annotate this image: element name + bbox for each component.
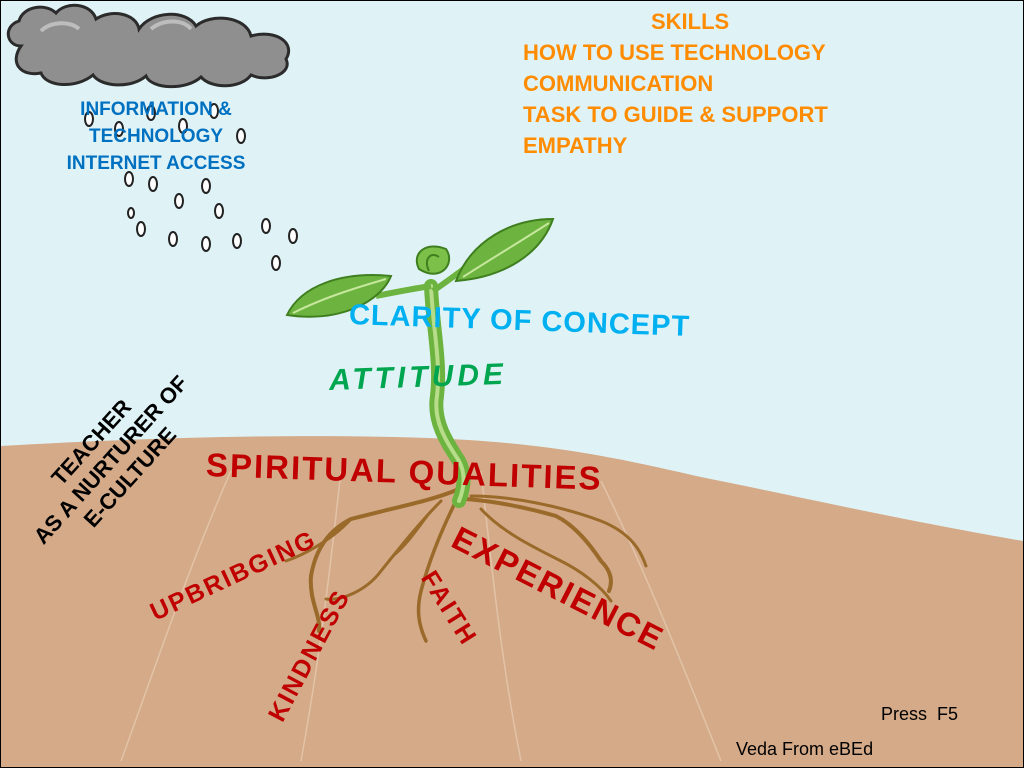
soil-lines [120, 470, 722, 762]
skills-block: SKILLS HOW TO USE TECHNOLOGY COMMUNICATI… [523, 6, 828, 161]
attitude-label: ATTITUDE [328, 357, 508, 397]
credit-note: Veda From eBEd [736, 739, 874, 759]
skills-item: TASK TO GUIDE & SUPPORT [523, 102, 828, 127]
cloud-line-2: TECHNOLOGY [88, 126, 224, 147]
root-icon [284, 487, 648, 643]
skills-heading: SKILLS [651, 9, 730, 34]
information-technology-label: INFORMATION & TECHNOLOGY INTERNET ACCESS [31, 96, 281, 177]
cloud-line-1: INFORMATION & [80, 99, 232, 120]
press-f5-note: Press F5 [881, 704, 959, 724]
cloud-icon [6, 3, 290, 89]
skills-item: COMMUNICATION [523, 71, 714, 96]
cloud-line-3: INTERNET ACCESS [66, 153, 246, 174]
skills-item: EMPATHY [523, 133, 628, 158]
plant-icon [285, 217, 555, 508]
raindrop-icon [84, 103, 298, 271]
soil-ground [1, 436, 1023, 767]
skills-item: HOW TO USE TECHNOLOGY [523, 40, 826, 65]
